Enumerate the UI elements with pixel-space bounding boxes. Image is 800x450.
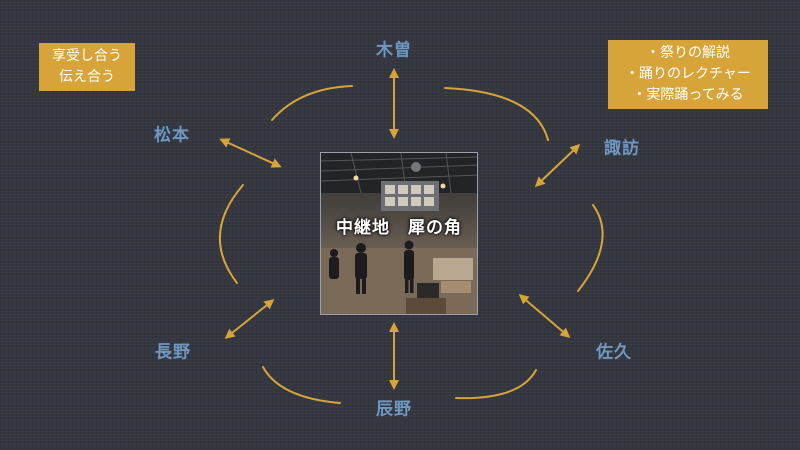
double-headed-arrow-icon bbox=[518, 294, 571, 338]
city-label-suwa: 諏訪 bbox=[604, 138, 640, 159]
double-headed-arrow-icon bbox=[219, 138, 282, 168]
arc-left bbox=[218, 184, 244, 284]
right-box-line-1: ・祭りの解説 bbox=[646, 45, 730, 61]
arc-top-left bbox=[271, 85, 353, 121]
venue-photo: 中継地 犀の角 bbox=[320, 152, 478, 315]
venue-label: 中継地 犀の角 bbox=[336, 218, 462, 238]
city-label-kiso: 木曽 bbox=[376, 40, 412, 61]
arc-bottom-right bbox=[455, 369, 537, 400]
venue-photo-illustration bbox=[321, 153, 477, 314]
arc-top-right bbox=[444, 87, 549, 141]
left-box-line-1: 享受し合う bbox=[52, 48, 122, 64]
arc-right bbox=[577, 204, 604, 292]
right-info-box: ・祭りの解説 ・踊りのレクチャー ・実際踊ってみる bbox=[608, 40, 768, 109]
right-box-line-3: ・実際踊ってみる bbox=[632, 87, 744, 103]
double-headed-arrow-icon bbox=[224, 299, 275, 339]
city-label-matsumoto: 松本 bbox=[154, 125, 190, 146]
city-label-tatsuno: 辰野 bbox=[376, 399, 412, 420]
city-label-nagano: 長野 bbox=[155, 342, 191, 363]
left-info-box: 享受し合う 伝え合う bbox=[39, 43, 135, 91]
arc-bottom-left bbox=[262, 366, 341, 404]
city-label-saku: 佐久 bbox=[596, 342, 632, 363]
right-box-line-2: ・踊りのレクチャー bbox=[625, 66, 751, 82]
left-box-line-2: 伝え合う bbox=[59, 69, 115, 85]
double-headed-arrow-icon bbox=[534, 143, 581, 188]
